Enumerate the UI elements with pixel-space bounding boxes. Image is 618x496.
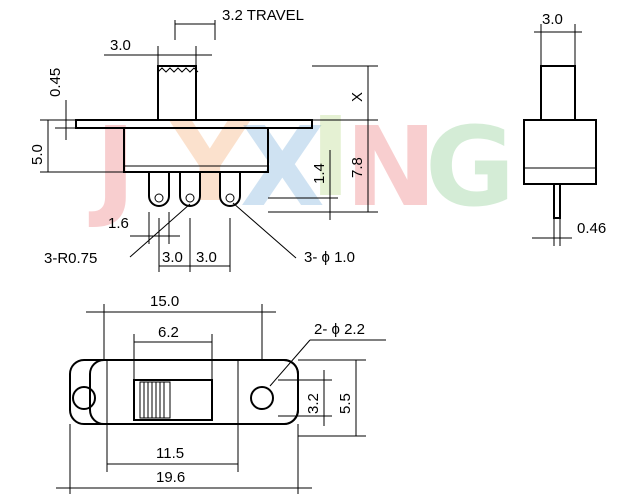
watermark: J Y X I N G [88, 93, 515, 231]
hole-pitch-label: 11.5 [156, 445, 184, 462]
slide-slot [133, 379, 213, 421]
watermark-letter-3: X [240, 103, 325, 231]
lug-1-hole [154, 193, 164, 203]
lug-2-hole [185, 193, 195, 203]
watermark-letter-5: N [345, 103, 437, 231]
pin-offset-label: 1.4 [311, 163, 328, 184]
outer-width-label: 5.5 [337, 393, 354, 414]
pin-pitch-1-label: 3.0 [162, 249, 183, 266]
travel-label: 3.2 TRAVEL [222, 7, 304, 24]
mount-holes-label: 2- ϕ 2.2 [314, 321, 365, 338]
overall-length-label: 19.6 [156, 469, 185, 486]
pin-thickness-label: 0.46 [577, 220, 606, 237]
actuator-grip [157, 67, 199, 73]
mount-hole-left [72, 386, 96, 410]
body-height-label: 5.0 [29, 144, 46, 165]
pin-hole-label: 3- ϕ 1.0 [304, 249, 355, 266]
watermark-letter-6: G [425, 103, 515, 231]
end-actuator [540, 65, 576, 121]
lug-3-hole [225, 193, 235, 203]
lug-2 [179, 172, 201, 207]
end-body [523, 119, 597, 185]
end-view: 3.0 0.46 [523, 11, 606, 246]
overall-height-label: 7.8 [349, 157, 366, 178]
watermark-letter-2: Y [168, 98, 251, 226]
side-view: 3.2 TRAVEL 3.0 0.45 5.0 X 7.8 1.4 1 [29, 7, 378, 272]
slot-length-label: 6.2 [158, 324, 179, 341]
mount-hole-right [250, 386, 274, 410]
actuator-width-label: 3.0 [110, 37, 131, 54]
slide-knob-ridges [143, 382, 165, 418]
end-width-label: 3.0 [542, 11, 563, 28]
slide-knob [139, 381, 171, 419]
lug-3 [219, 172, 241, 207]
flange-thickness-label: 0.45 [47, 68, 64, 97]
solder-lugs [148, 172, 241, 207]
pin-radius-label: 3-R0.75 [44, 250, 97, 267]
top-view: 15.0 6.2 2- ϕ 2.2 11.5 19.6 3.2 5.5 [56, 293, 386, 494]
x-label: X [349, 92, 366, 102]
pin-pitch-2-label: 3.0 [196, 249, 217, 266]
mount-plate [69, 359, 299, 425]
pin-pad-label: 1.6 [108, 215, 129, 232]
switch-body [123, 127, 269, 173]
top-flange [89, 359, 299, 425]
end-pin [553, 183, 561, 219]
watermark-letter-1: J [88, 103, 136, 231]
lug-1 [148, 172, 170, 207]
body-length-label: 15.0 [150, 293, 179, 310]
inner-width-label: 3.2 [305, 393, 322, 414]
